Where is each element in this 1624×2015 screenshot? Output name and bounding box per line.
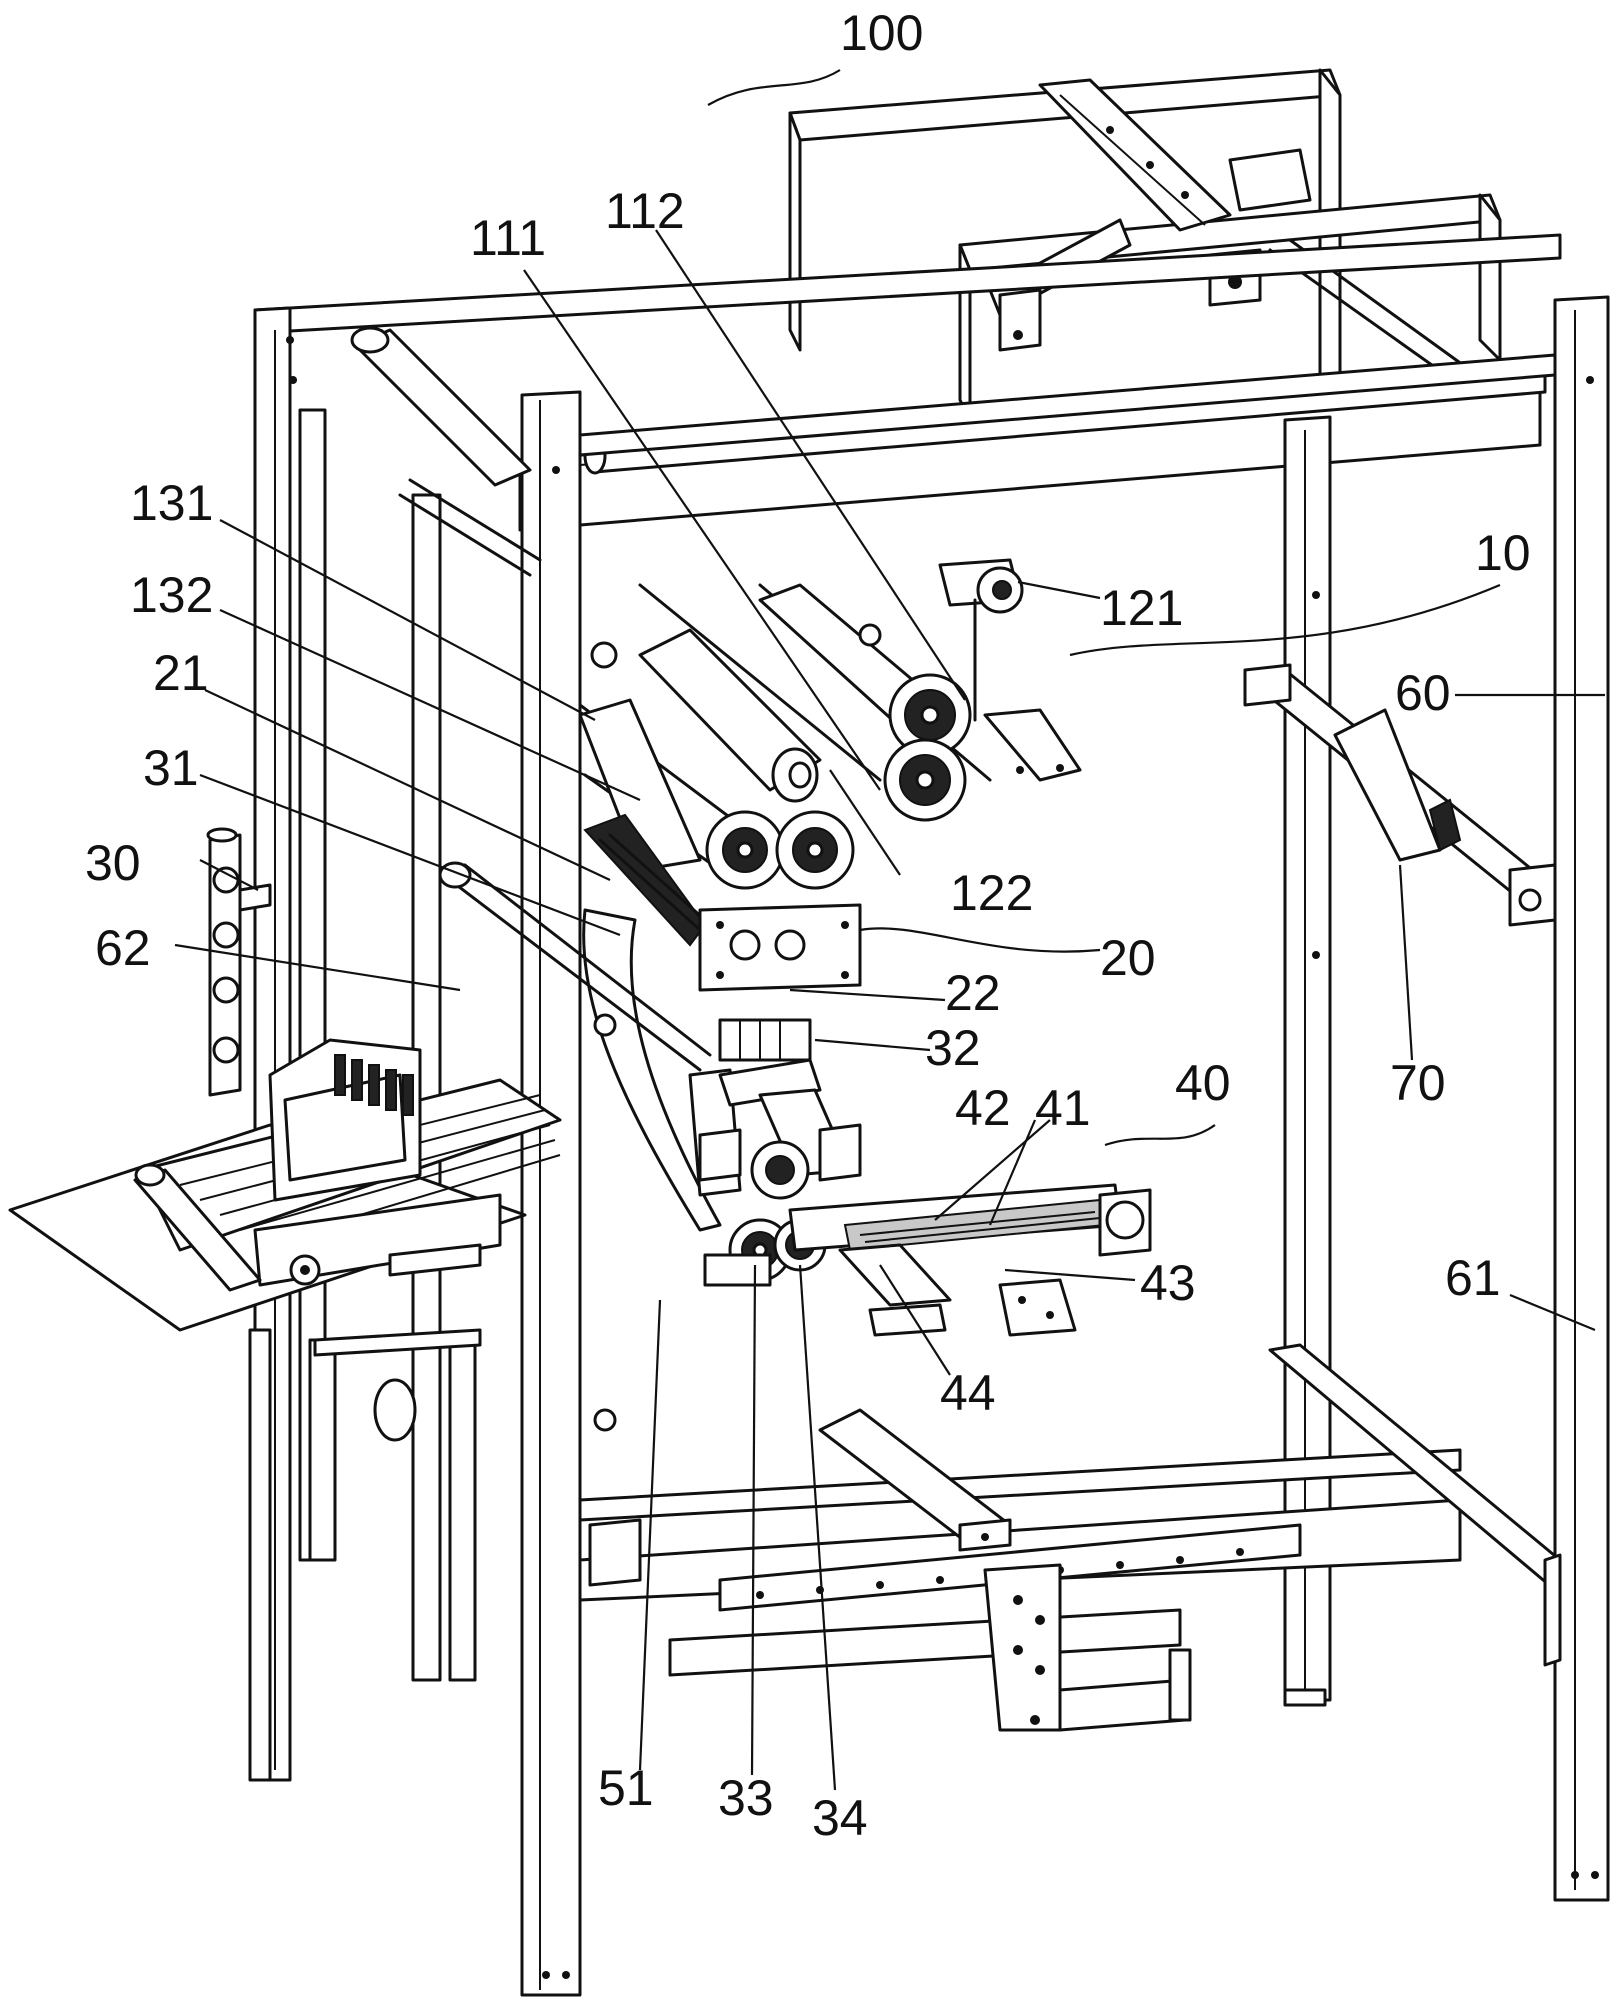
label-132: 132 xyxy=(130,567,213,623)
label-20: 20 xyxy=(1100,930,1156,986)
label-100: 100 xyxy=(840,5,923,61)
main-frame xyxy=(253,233,1610,1997)
top-carriage xyxy=(788,68,1502,422)
middle-roller-group xyxy=(578,698,862,1062)
label-34: 34 xyxy=(812,1790,868,1846)
label-31: 31 xyxy=(143,740,199,796)
label-44: 44 xyxy=(940,1365,996,1421)
label-51: 51 xyxy=(598,1760,654,1816)
upper-roller-group xyxy=(590,558,1082,822)
label-43: 43 xyxy=(1140,1255,1196,1311)
film-sheet xyxy=(438,861,722,1232)
label-30: 30 xyxy=(85,835,141,891)
lower-frame xyxy=(578,1253,1562,1732)
label-21: 21 xyxy=(153,645,209,701)
right-rod-assembly xyxy=(1243,663,1557,927)
label-40: 40 xyxy=(1175,1055,1231,1111)
label-122: 122 xyxy=(950,865,1033,921)
lower-rail-holes xyxy=(756,1548,1244,1599)
label-33: 33 xyxy=(718,1770,774,1826)
feed-table-fingers xyxy=(334,1054,414,1116)
label-70: 70 xyxy=(1390,1055,1446,1111)
reference-labels: 100 111 112 131 132 21 31 30 62 121 10 6… xyxy=(85,5,1531,1846)
label-121: 121 xyxy=(1100,580,1183,636)
label-112: 112 xyxy=(605,183,685,239)
label-10: 10 xyxy=(1475,525,1531,581)
leader-lines xyxy=(174,69,1605,1791)
label-62: 62 xyxy=(95,920,151,976)
left-feed-table xyxy=(8,827,562,1782)
label-42: 42 xyxy=(955,1080,1011,1136)
slide-arm-assembly xyxy=(788,1183,1152,1337)
label-111: 111 xyxy=(470,210,546,266)
label-41: 41 xyxy=(1035,1080,1091,1136)
label-32: 32 xyxy=(925,1020,981,1076)
label-61: 61 xyxy=(1445,1250,1501,1306)
label-60: 60 xyxy=(1395,665,1451,721)
label-22: 22 xyxy=(945,965,1001,1021)
label-131: 131 xyxy=(130,475,213,531)
